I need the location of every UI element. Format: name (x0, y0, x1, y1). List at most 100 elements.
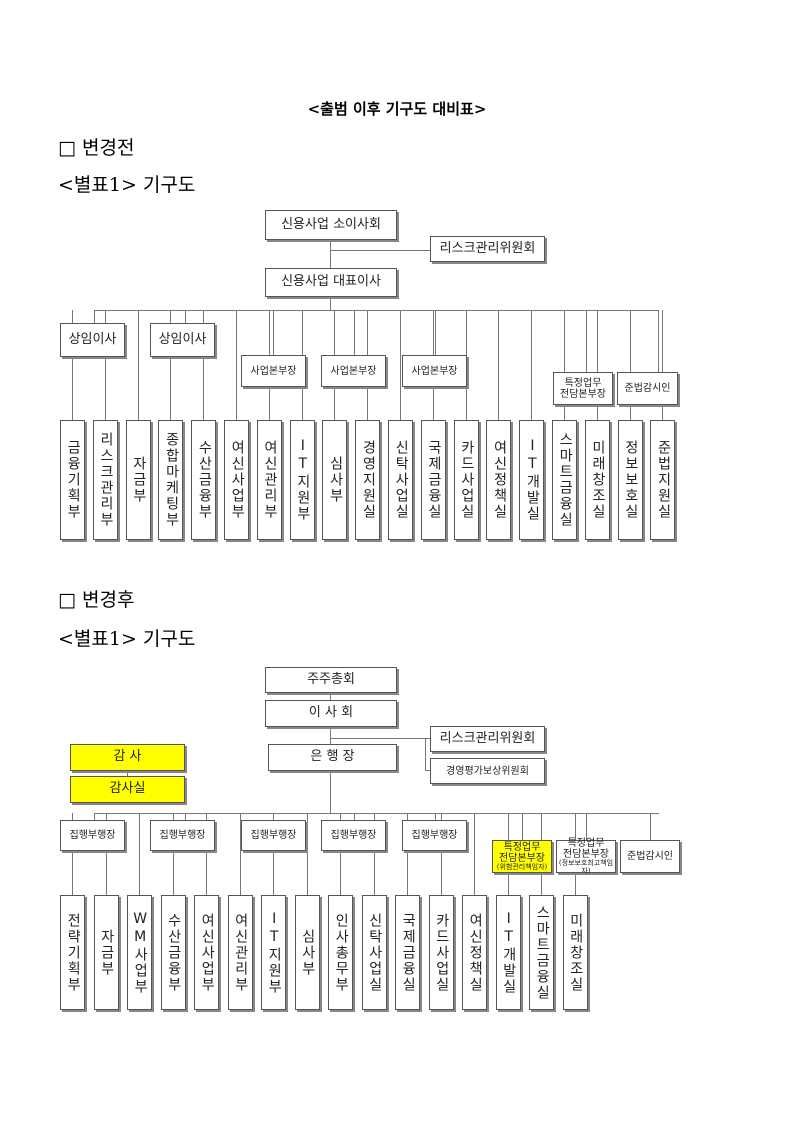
department-box: 인사총무부 (328, 895, 353, 1010)
connector-line (172, 813, 174, 895)
connector-line (330, 297, 331, 310)
department-box: IT개발실 (495, 895, 521, 1010)
connector-line (206, 813, 207, 895)
department-box-label: 카드사업실 (458, 440, 475, 520)
director-box-label: 상임이사 (158, 331, 207, 347)
auditor-box-label: 감 사 (113, 749, 142, 765)
connector-line (94, 310, 659, 311)
department-box: IT개발실 (519, 420, 545, 540)
department-box: 미래창조실 (584, 420, 610, 540)
department-box-label: 종합마케팅부 (163, 432, 180, 528)
risk-committee-box-label: 리스크관리위원회 (439, 240, 536, 256)
department-box: 수산금융부 (191, 420, 217, 540)
connector-line (400, 310, 401, 420)
department-box-label: IT개발실 (500, 910, 517, 995)
department-box: 여신정책실 (462, 895, 487, 1010)
department-box: 국제금융실 (395, 895, 420, 1010)
department-box-label: IT지원부 (266, 910, 283, 995)
department-box-label: 심사부 (327, 456, 344, 504)
department-box-label: 스마트금융실 (557, 432, 574, 528)
department-box: IT지원부 (289, 420, 315, 540)
shareholders-box: 주주총회 (265, 667, 397, 693)
department-box: 심사부 (294, 895, 320, 1010)
department-box: 미래창조실 (562, 895, 588, 1010)
department-box-label: 경영지원실 (360, 440, 377, 520)
department-box-label: 스마트금융실 (534, 904, 551, 1001)
department-box: 종합마케팅부 (158, 420, 184, 540)
exec-vp-box-label: 집행부행장 (330, 830, 377, 841)
department-box-label: 자금부 (130, 456, 147, 504)
connector-line (239, 813, 241, 895)
connector-line (440, 813, 442, 895)
connector-line (596, 310, 598, 420)
before-heading: □ 변경전 (58, 137, 135, 159)
connector-line (330, 771, 331, 813)
department-box: 국제금융실 (420, 420, 446, 540)
department-box-label: 여신관리부 (232, 912, 249, 993)
department-box: 여신사업부 (194, 895, 219, 1010)
department-box: 신탁사업실 (361, 895, 387, 1010)
risk-committee-box: 리스크관리위원회 (430, 726, 545, 752)
department-box-label: 수산금융부 (196, 440, 213, 520)
department-box: 카드사업실 (453, 420, 479, 540)
connector-line (170, 310, 172, 420)
department-box-label: 카드사업실 (433, 912, 450, 993)
ceo-box-label: 신용사업 대표이사 (281, 274, 381, 290)
department-box: 자금부 (93, 895, 119, 1010)
connector-line (662, 310, 664, 420)
connector-line (94, 813, 95, 820)
document-title: <출범 이후 기구도 대비표> (307, 100, 487, 118)
department-box: 전략기획부 (60, 895, 85, 1010)
department-box-label: 신탁사업실 (366, 912, 383, 993)
department-box: 수산금융부 (160, 895, 186, 1010)
ceo-box: 신용사업 대표이사 (265, 268, 397, 297)
connector-line (273, 310, 274, 355)
connector-line (203, 310, 205, 420)
director-box: 상임이사 (150, 323, 215, 357)
connector-line (474, 813, 475, 895)
connector-line (127, 771, 128, 776)
department-box: 신탁사업실 (388, 420, 413, 540)
special-head-info-box-note: (정보보호최고책임자) (558, 858, 614, 875)
department-box-label: 준법지원실 (655, 440, 672, 520)
department-box: 스마트금융실 (552, 420, 577, 540)
department-box-label: 여신사업부 (199, 912, 216, 993)
connector-line (354, 310, 355, 355)
department-box: 경영지원실 (355, 420, 381, 540)
exec-vp-box: 집행부행장 (402, 820, 467, 851)
connector-line (531, 310, 533, 420)
department-box-label: 수산금융부 (165, 912, 182, 993)
department-box: 여신사업부 (224, 420, 249, 540)
special-head-box: 특정업무 전담본부장 (553, 372, 613, 405)
president-box: 은 행 장 (268, 744, 397, 771)
exec-vp-box-label: 집행부행장 (69, 830, 116, 841)
compliance-officer-box: 준법감시인 (617, 372, 678, 405)
connector-line (340, 813, 341, 895)
department-box-label: 국제금융실 (426, 440, 442, 520)
connector-line (498, 310, 500, 420)
after-subheading: <별표1> 기구도 (58, 628, 196, 650)
connector-line (586, 310, 587, 372)
department-box: 여신관리부 (256, 420, 282, 540)
connector-line (629, 310, 631, 420)
audit-office-box-label: 감사실 (109, 781, 146, 797)
connector-line (104, 310, 106, 420)
division-head-box-label: 사업본부장 (330, 365, 377, 377)
risk-committee-box: 리스크관리위원회 (430, 236, 545, 262)
department-box: 여신관리부 (227, 895, 253, 1010)
department-box: 스마트금융실 (529, 895, 554, 1010)
department-box-label: 정보보호실 (622, 440, 639, 520)
connector-line (94, 813, 659, 814)
department-box: 여신정책실 (486, 420, 512, 540)
connector-line (72, 310, 73, 420)
exec-vp-box-label: 집행부행장 (159, 830, 206, 841)
connector-line (407, 813, 408, 895)
connector-line (373, 813, 375, 895)
connector-line (306, 813, 308, 895)
department-box-label: IT개발실 (524, 438, 541, 522)
connector-line (185, 813, 186, 820)
connector-line (94, 310, 95, 323)
exec-vp-box: 집행부행장 (60, 820, 125, 851)
shareholders-box-label: 주주총회 (307, 671, 355, 687)
